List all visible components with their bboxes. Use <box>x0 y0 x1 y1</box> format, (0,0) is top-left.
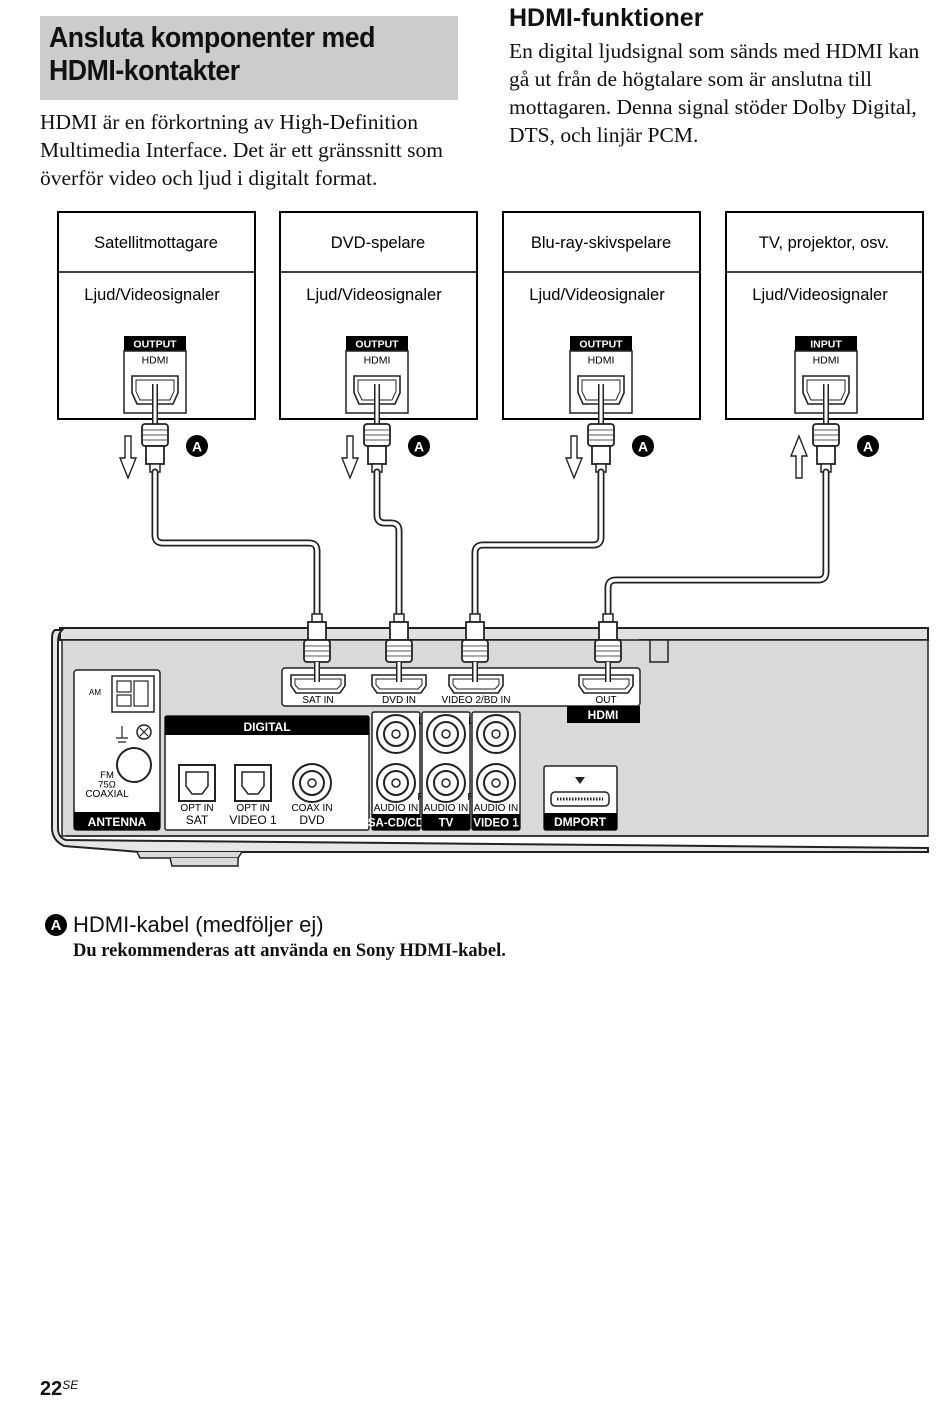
device-signal-label: Ljud/Videosignaler <box>752 286 888 304</box>
arrow-down-icon <box>340 435 360 480</box>
channel-right-label: R <box>417 792 424 803</box>
digital-label: DIGITAL <box>243 720 290 734</box>
badge-a-label: A <box>192 439 202 455</box>
hdmi-group-label: HDMI <box>588 708 619 722</box>
channel-right-label: R <box>467 792 474 803</box>
audio-input-group: AUDIO IN VIDEO 1 <box>471 711 521 831</box>
port-label: HDMI <box>588 355 615 367</box>
badge-a-label: A <box>863 439 873 455</box>
badge-a-icon: A <box>45 914 67 936</box>
hdmi-cable <box>471 468 605 618</box>
fm-label: FM <box>100 770 114 781</box>
hdmi-port-label: SAT IN <box>302 695 333 706</box>
device-name: DVD-spelare <box>331 234 425 252</box>
port-type-label: OUTPUT <box>133 339 177 351</box>
digital-port-bottom-label: DVD <box>299 813 325 827</box>
page-number: 22SE <box>40 1378 78 1401</box>
digital-port-top-label: COAX IN <box>291 803 332 814</box>
optical-port-icon <box>185 771 209 795</box>
audio-group-label: VIDEO 1 <box>473 818 519 830</box>
hdmi-plug-icon <box>303 613 331 663</box>
digital-port-top-label: OPT IN <box>180 803 213 814</box>
audio-in-label: AUDIO IN <box>374 803 418 814</box>
badge-a-icon <box>632 435 654 457</box>
hdmi-port-label: DVD IN <box>382 695 416 706</box>
digital-port-bottom-label: SAT <box>186 813 209 827</box>
port-type-label: OUTPUT <box>579 339 623 351</box>
hdmi-cable <box>373 468 403 618</box>
hdmi-plug-icon <box>385 613 413 663</box>
am-label: AM <box>89 688 101 697</box>
receiver-rear-panel: SAT IN DVD IN VIDEO 2/BD IN OUT HDMI AM FM7… <box>51 627 929 867</box>
device-box: SatellitmottagareLjud/VideosignalerOUTPU… <box>57 211 256 480</box>
arrow-down-icon <box>564 435 584 480</box>
audio-group-label: SA-CD/CD <box>368 818 424 830</box>
legend-row: A HDMI-kabel (medföljer ej) <box>45 912 324 938</box>
device-name: Blu-ray-skivspelare <box>531 234 671 252</box>
device-name: Satellitmottagare <box>94 234 218 252</box>
legend-label: HDMI-kabel (medföljer ej) <box>73 912 324 937</box>
page-title: Ansluta komponenter med HDMI-kontakter <box>49 22 375 87</box>
device-name: TV, projektor, osv. <box>759 234 889 252</box>
fm-label: COAXIAL <box>85 789 129 800</box>
device-box: Blu-ray-skivspelareLjud/VideosignalerOUT… <box>502 211 701 480</box>
badge-a-icon <box>857 435 879 457</box>
device-signal-label: Ljud/Videosignaler <box>84 286 220 304</box>
optical-port-icon <box>241 771 265 795</box>
page-number-value: 22 <box>40 1378 63 1400</box>
section-heading: HDMI-funktioner <box>509 4 704 32</box>
badge-a-icon <box>408 435 430 457</box>
device-box: TV, projektor, osv. Ljud/VideosignalerINP… <box>725 211 924 479</box>
hdmi-plug-icon <box>594 613 622 663</box>
badge-a-label: A <box>638 439 648 455</box>
hdmi-plug-icon <box>363 423 391 473</box>
port-type-label: INPUT <box>810 339 842 351</box>
arrow-down-icon <box>118 435 138 480</box>
hdmi-plug-icon <box>812 423 840 473</box>
antenna-label: ANTENNA <box>88 815 147 829</box>
port-label: HDMI <box>813 355 840 367</box>
arrow-up-icon <box>789 434 809 479</box>
audio-in-label: AUDIO IN <box>474 803 518 814</box>
channel-left-label: L <box>468 716 474 727</box>
section-paragraph: En digital ljudsignal som sänds med HDMI… <box>509 39 920 147</box>
badge-a-label: A <box>414 439 424 455</box>
device-signal-label: Ljud/Videosignaler <box>529 286 665 304</box>
fm-label: 75Ω <box>98 780 116 791</box>
port-label: HDMI <box>142 355 169 367</box>
audio-group-label: TV <box>439 818 454 830</box>
hdmi-plug-icon <box>141 423 169 473</box>
hdmi-cable <box>604 468 830 618</box>
receiver-hdmi-port: DVD IN <box>371 674 427 706</box>
dmport-label: DMPORT <box>554 815 607 829</box>
receiver-hdmi-port: SAT IN <box>290 674 346 706</box>
hdmi-port-label: OUT <box>595 695 616 706</box>
intro-paragraph: HDMI är en förkortning av High-Definitio… <box>40 110 443 190</box>
port-type-label: OUTPUT <box>355 339 399 351</box>
hdmi-plug-icon <box>461 613 489 663</box>
device-signal-label: Ljud/Videosignaler <box>306 286 442 304</box>
hdmi-connection-diagram: SatellitmottagareLjud/VideosignalerOUTPU… <box>51 211 929 867</box>
digital-port-bottom-label: VIDEO 1 <box>229 813 277 827</box>
receiver-hdmi-port: OUT <box>578 674 634 706</box>
hdmi-port-label: VIDEO 2/BD IN <box>442 695 511 706</box>
digital-port-top-label: OPT IN <box>236 803 269 814</box>
audio-in-label: AUDIO IN <box>424 803 468 814</box>
title-box <box>40 16 458 100</box>
page-number-suffix: SE <box>62 1378 79 1392</box>
hdmi-plug-icon <box>587 423 615 473</box>
receiver-hdmi-port: VIDEO 2/BD IN <box>442 674 511 706</box>
port-label: HDMI <box>364 355 391 367</box>
badge-a-icon <box>186 435 208 457</box>
legend-note: Du rekommenderas att använda en Sony HDM… <box>73 941 506 961</box>
channel-left-label: L <box>418 716 424 727</box>
